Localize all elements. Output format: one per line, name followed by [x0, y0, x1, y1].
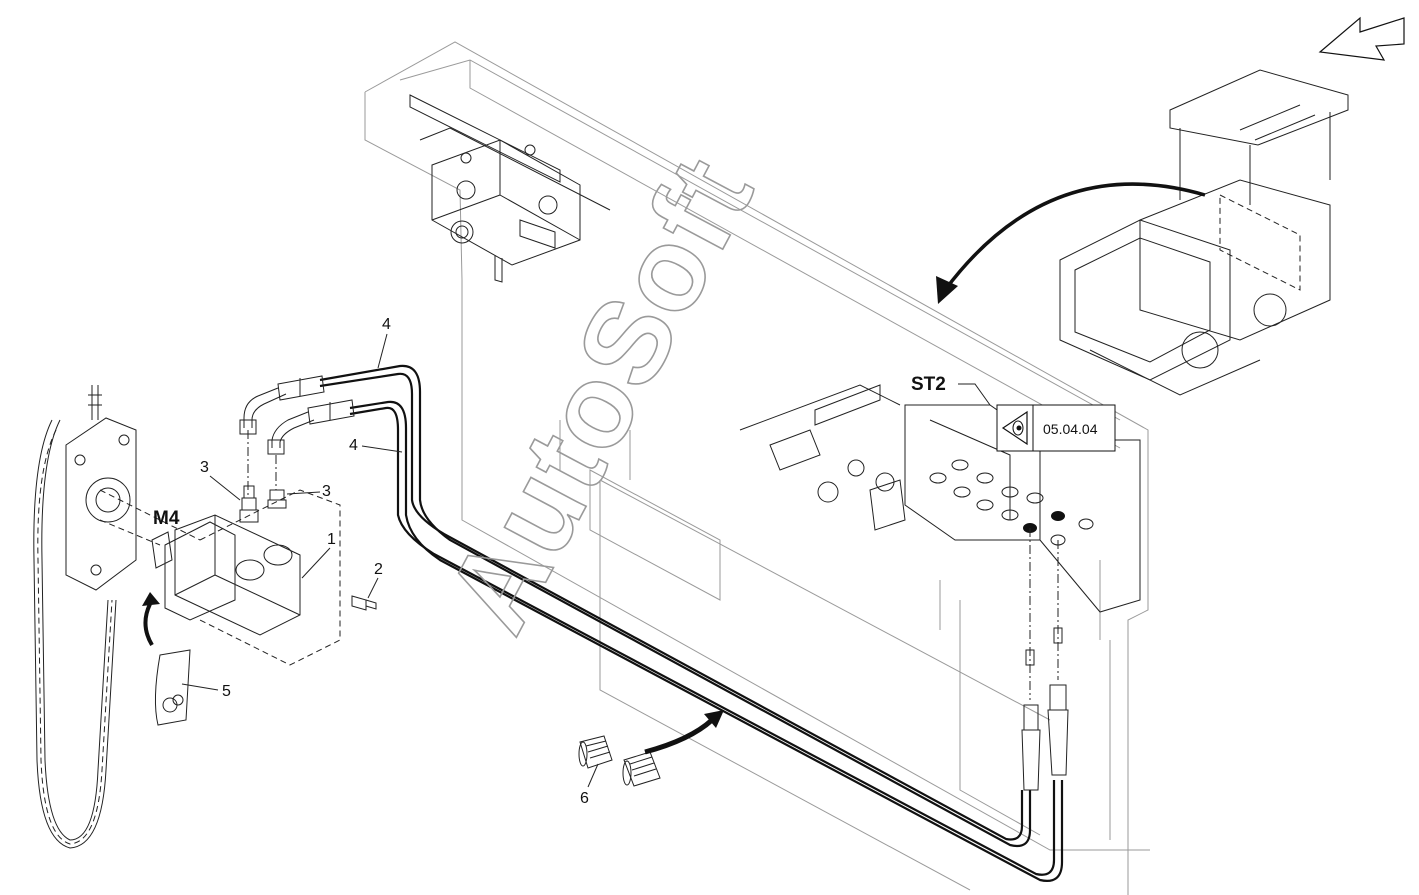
st2-leader-line — [958, 383, 991, 406]
sealing-plugs-6 — [578, 735, 661, 787]
hose-fittings-right — [1021, 627, 1069, 791]
svg-text:5: 5 — [222, 683, 231, 700]
reference-box[interactable]: 05.04.04 — [996, 404, 1116, 452]
zoom-arrow-icon — [936, 182, 1206, 304]
hose-fittings-left — [239, 375, 355, 455]
connection-lines — [247, 430, 1059, 700]
paver-machine-overview — [1059, 69, 1349, 396]
hydraulic-hose-4-upper — [319, 364, 1032, 848]
callout-2: 2 — [367, 561, 383, 599]
curved-arrow-right-icon — [644, 710, 724, 755]
chain-sprocket-bracket — [65, 385, 137, 591]
callout-4-mid: 4 — [349, 437, 403, 454]
svg-text:3: 3 — [322, 483, 331, 500]
callout-6: 6 — [580, 763, 599, 807]
svg-text:4: 4 — [349, 437, 358, 454]
hydraulic-hose-4-lower — [349, 400, 1064, 882]
callout-1: 1 — [301, 531, 336, 579]
callout-5: 5 — [181, 683, 231, 700]
svg-text:3: 3 — [200, 459, 209, 476]
valve-block-st2 — [739, 384, 1141, 613]
key-clip-5 — [154, 649, 191, 726]
svg-text:1: 1 — [327, 531, 336, 548]
view-direction-arrow-icon — [1318, 16, 1405, 61]
svg-text:4: 4 — [382, 316, 391, 333]
adapter-fitting-3-left — [239, 485, 259, 523]
screw-2 — [351, 595, 377, 611]
frame-plate — [364, 41, 1150, 895]
drive-chain — [33, 419, 117, 849]
svg-text:6: 6 — [580, 790, 589, 807]
callout-3-right: 3 — [286, 483, 331, 500]
top-valve-assembly — [409, 94, 611, 283]
adapter-fitting-3-right — [267, 489, 287, 509]
curved-arrow-up-icon — [142, 592, 160, 647]
reference-number: 05.04.04 — [1043, 421, 1098, 437]
callout-4-top: 4 — [377, 316, 391, 369]
svg-text:2: 2 — [374, 561, 383, 578]
hydraulic-motor-m4 — [99, 489, 341, 666]
eye-view-icon — [1001, 410, 1028, 446]
callout-3-left: 3 — [200, 459, 241, 501]
motor-label-m4: M4 — [153, 508, 180, 529]
valve-block-label-st2: ST2 — [911, 374, 946, 395]
